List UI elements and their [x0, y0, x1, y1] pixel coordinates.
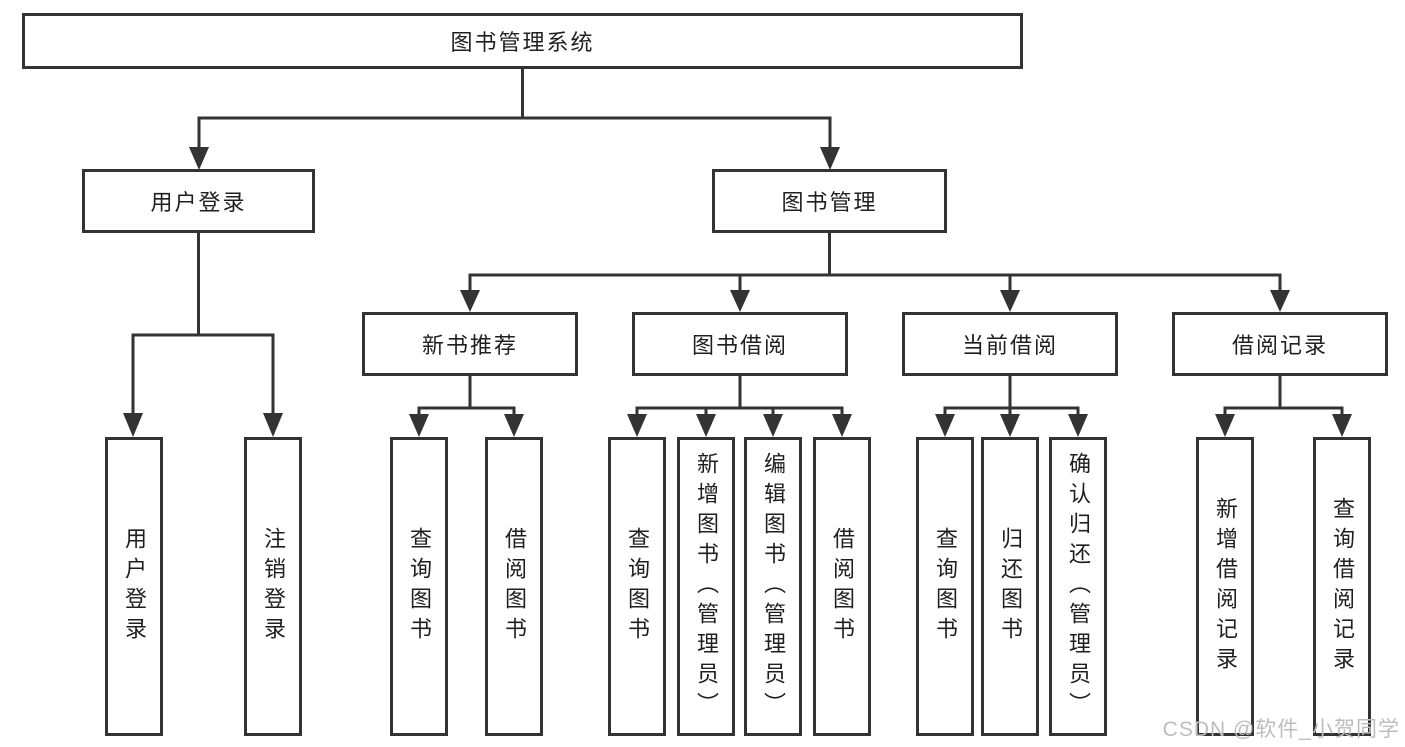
leaf-logout: 注销登录 [244, 437, 302, 736]
node-new-book-recommend: 新书推荐 [362, 312, 578, 376]
connector-bookborrow-to-leaves [635, 375, 844, 417]
arrow-down-icon [1000, 290, 1020, 312]
connector-root-to-level2 [197, 69, 832, 149]
leaf-borrow-edit-books-admin: 编辑图书（管理员） [744, 437, 802, 736]
leaf-recommend-borrow-books: 借阅图书 [485, 437, 543, 736]
arrow-down-icon [627, 414, 647, 437]
leaf-borrow-query-books-label: 查询图书 [625, 526, 650, 647]
node-root: 图书管理系统 [22, 13, 1023, 69]
leaf-current-return-books-label: 归还图书 [998, 526, 1023, 647]
arrow-down-icon [935, 414, 955, 437]
leaf-current-confirm-return-admin-label: 确认归还（管理员） [1066, 451, 1091, 722]
arrow-down-icon [820, 147, 840, 170]
leaf-current-query-books-label: 查询图书 [933, 526, 958, 647]
connector-borrowrecords-to-leaves [1223, 375, 1344, 417]
node-book-management-label: 图书管理 [781, 190, 878, 215]
leaf-records-query-record-label: 查询借阅记录 [1330, 496, 1355, 677]
arrow-down-icon [696, 414, 716, 437]
leaf-records-add-record-label: 新增借阅记录 [1213, 496, 1238, 677]
arrow-down-icon [1068, 414, 1088, 437]
arrow-down-icon [409, 414, 429, 437]
leaf-user-login: 用户登录 [105, 437, 163, 736]
arrow-down-icon [123, 413, 143, 437]
leaf-borrow-add-books-admin-label: 新增图书（管理员） [694, 451, 719, 722]
leaf-current-confirm-return-admin: 确认归还（管理员） [1049, 437, 1107, 736]
leaf-borrow-add-books-admin: 新增图书（管理员） [677, 437, 735, 736]
arrow-down-icon [460, 290, 480, 312]
node-new-book-recommend-label: 新书推荐 [421, 333, 518, 358]
node-borrow-records: 借阅记录 [1172, 312, 1388, 376]
leaf-user-login-label: 用户登录 [122, 526, 147, 647]
node-user-login: 用户登录 [82, 169, 315, 233]
arrow-down-icon [730, 290, 750, 312]
arrow-down-icon [504, 414, 524, 437]
leaf-records-query-record: 查询借阅记录 [1313, 437, 1371, 736]
node-current-borrow-label: 当前借阅 [961, 333, 1058, 358]
connector-bookmgmt-to-level3 [468, 232, 1282, 293]
leaf-borrow-borrow-books: 借阅图书 [813, 437, 871, 736]
arrow-down-icon [1215, 414, 1235, 437]
arrow-down-icon [1000, 414, 1020, 437]
connector-newbook-to-leaves [417, 375, 516, 417]
leaf-recommend-borrow-books-label: 借阅图书 [502, 526, 527, 647]
leaf-borrow-borrow-books-label: 借阅图书 [830, 526, 855, 647]
arrow-down-icon [263, 413, 283, 437]
node-root-label: 图书管理系统 [450, 30, 595, 55]
node-user-login-label: 用户登录 [150, 190, 247, 215]
arrow-down-icon [189, 147, 209, 170]
leaf-records-add-record: 新增借阅记录 [1196, 437, 1254, 736]
arrow-down-icon [832, 414, 852, 437]
leaf-logout-label: 注销登录 [261, 526, 286, 647]
arrow-down-icon [1270, 290, 1290, 312]
node-book-borrow: 图书借阅 [632, 312, 848, 376]
leaf-borrow-query-books: 查询图书 [608, 437, 666, 736]
node-book-management: 图书管理 [712, 169, 947, 233]
node-book-borrow-label: 图书借阅 [691, 333, 788, 358]
node-borrow-records-label: 借阅记录 [1231, 333, 1328, 358]
leaf-recommend-query-books: 查询图书 [390, 437, 448, 736]
leaf-current-return-books: 归还图书 [981, 437, 1039, 736]
leaf-current-query-books: 查询图书 [916, 437, 974, 736]
leaf-recommend-query-books-label: 查询图书 [407, 526, 432, 647]
leaf-borrow-edit-books-admin-label: 编辑图书（管理员） [761, 451, 786, 722]
node-current-borrow: 当前借阅 [902, 312, 1118, 376]
connector-currentborrow-to-leaves [943, 375, 1080, 417]
watermark: CSDN @软件_小贺同学 [1162, 718, 1400, 741]
arrow-down-icon [1332, 414, 1352, 437]
connector-userlogin-to-leaves [131, 232, 275, 416]
arrow-down-icon [763, 414, 783, 437]
